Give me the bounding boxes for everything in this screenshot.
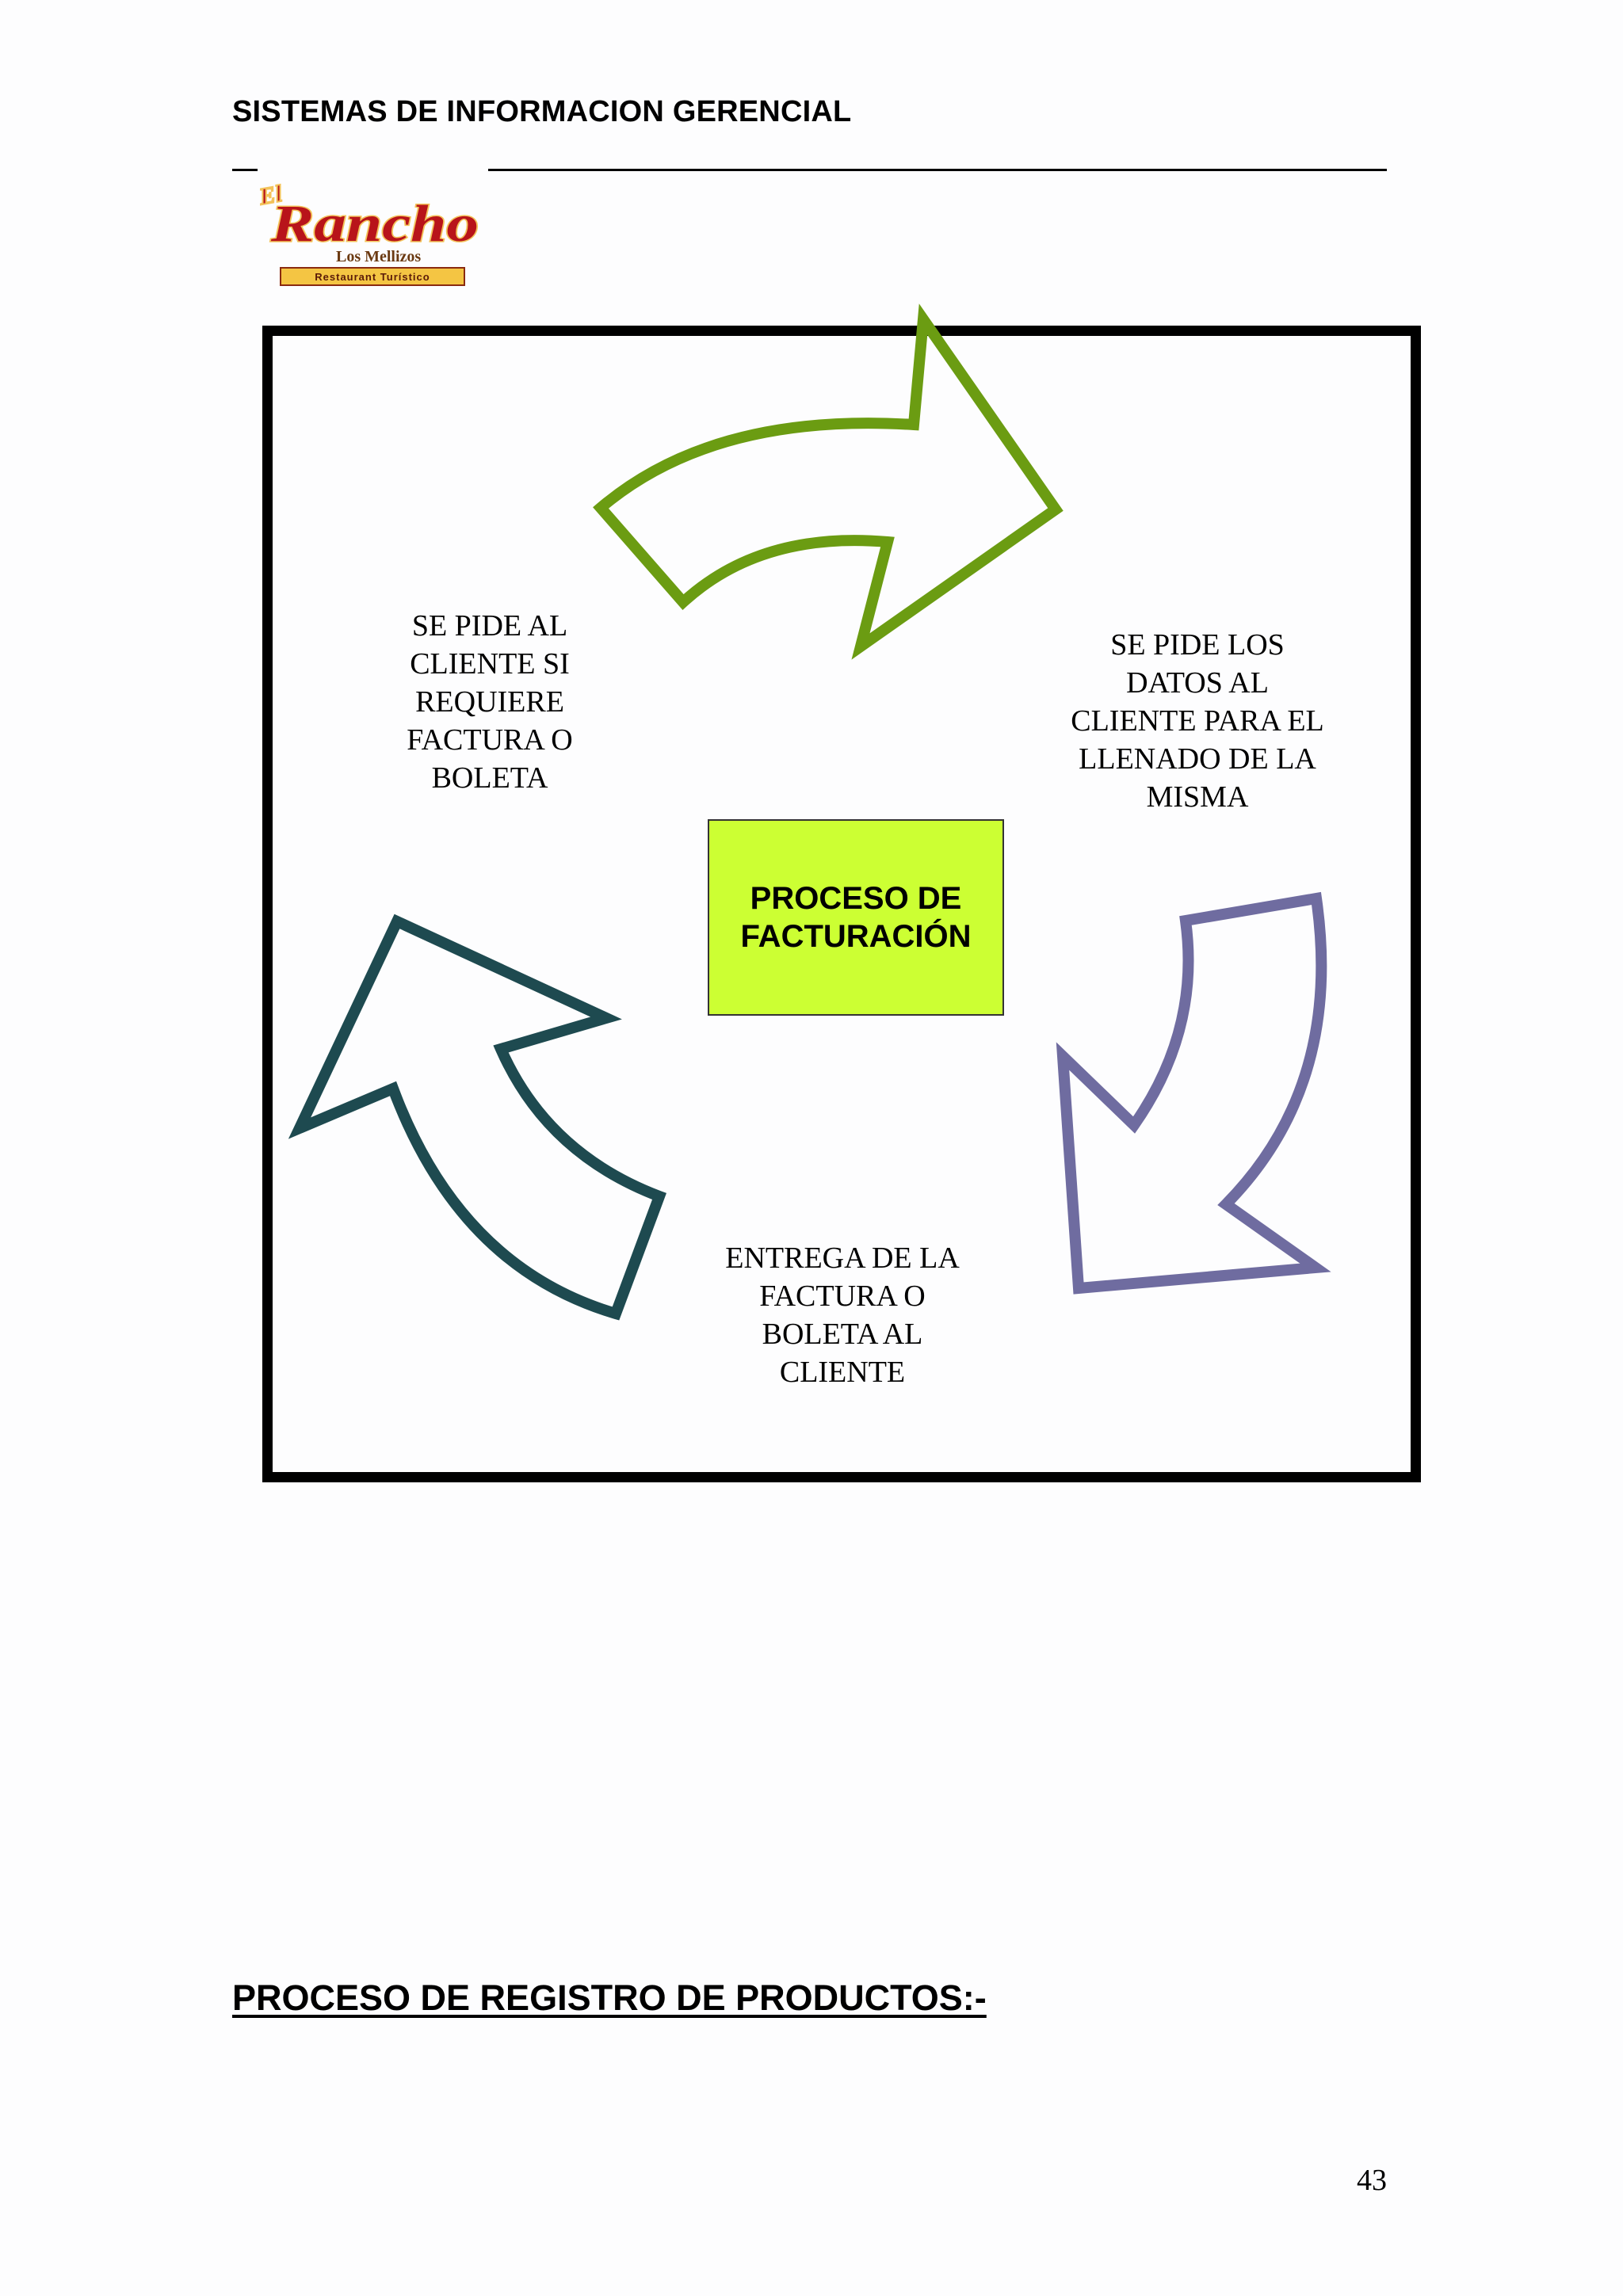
diagram-frame (262, 326, 1421, 1482)
el-rancho-logo: El Rancho Los Mellizos Restaurant Turíst… (256, 180, 480, 286)
step-label-delivery: ENTREGA DE LA FACTURA O BOLETA AL CLIENT… (725, 1241, 960, 1389)
logo-tagline-band (280, 267, 465, 286)
logo-tagline: Restaurant Turístico (315, 271, 430, 283)
section-heading: PROCESO DE REGISTRO DE PRODUCTOS:- (232, 1978, 987, 2018)
arrow-right (1056, 891, 1331, 1295)
arrow-left (288, 913, 666, 1321)
step-label-data: SE PIDE LOS DATOS AL CLIENTE PARA EL LLE… (1071, 628, 1324, 814)
center-process-box: PROCESO DE FACTURACIÓN (708, 819, 1004, 1016)
header-rule-long (488, 169, 1387, 171)
page-number: 43 (1357, 2164, 1387, 2197)
arrow-top (593, 303, 1064, 660)
step-label-request: SE PIDE AL CLIENTE SI REQUIERE FACTURA O… (407, 609, 573, 795)
logo-subtitle: Los Mellizos (336, 248, 421, 265)
logo-title-main: Rancho (270, 195, 479, 253)
page-header-title: SISTEMAS DE INFORMACION GERENCIAL (232, 95, 852, 128)
header-rule-short (232, 169, 258, 171)
